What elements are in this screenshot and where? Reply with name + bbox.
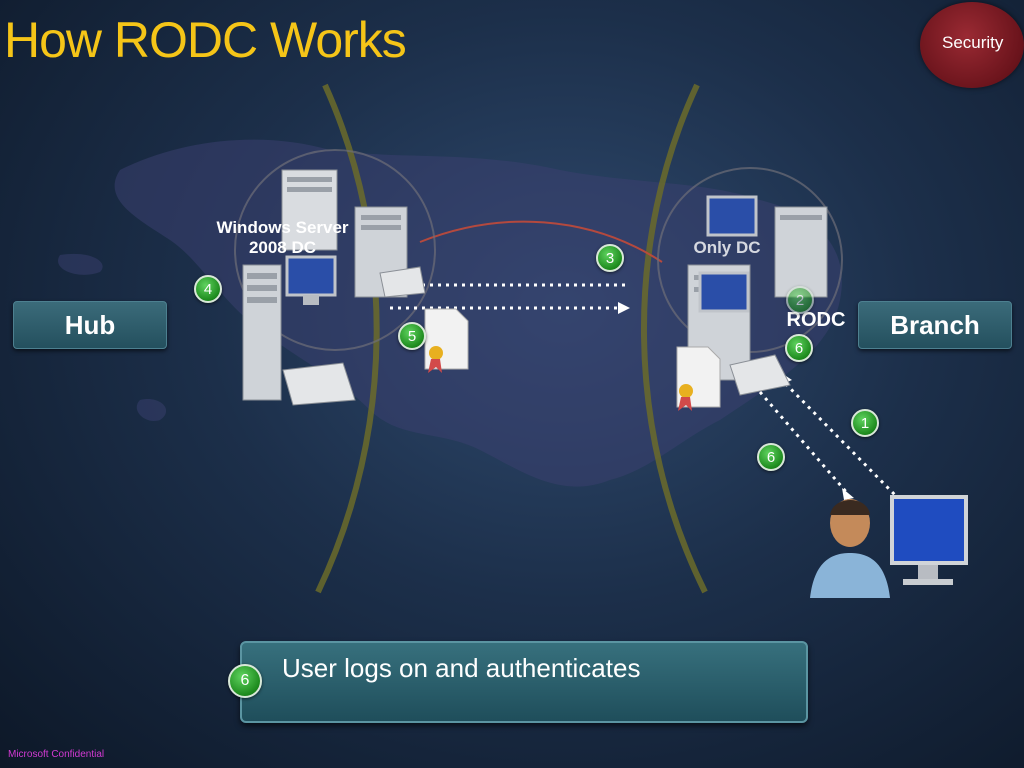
user-icon [810,499,890,598]
caption-text: User logs on and authenticates [282,653,641,683]
step-2-marker: 2 [786,286,814,314]
hub-label: Hub [13,301,167,349]
monitor-icon [698,271,750,313]
branch-partial-label: Only DC [693,238,761,257]
hub-server-group [242,169,425,406]
step-3-marker: 3 [596,244,624,272]
user-line-2 [778,376,897,497]
rodc-label: RODC [786,309,846,331]
hub-dc-label: Windows Server 2008 DC [216,218,349,257]
step-4-marker: 4 [194,275,222,303]
security-badge [920,2,1024,88]
user-line-1 [758,391,850,495]
step-6-marker: 6 [785,334,813,362]
branch-label: Branch [858,301,1012,349]
monitor-icon [890,495,968,585]
keyboard-icon [729,354,791,396]
keyboard-icon [379,266,425,298]
monitor-icon [285,255,337,305]
continent-shape-3 [136,399,167,421]
continent-shape-2 [58,253,103,275]
security-badge-label: Security [942,33,1004,52]
server-tower-icon [242,264,282,401]
arrow-head-right [618,302,630,314]
keyboard-icon [282,362,356,406]
step-5-marker: 5 [398,322,426,350]
monitor-icon [706,195,758,237]
certificate-icon [424,308,469,373]
step-6-marker: 6 [757,443,785,471]
arrow-head-user [842,488,854,500]
server-tower-icon [281,169,338,251]
hub-server-ring [234,149,436,351]
footer-confidential: Microsoft Confidential [8,749,105,760]
replication-arc [419,220,663,263]
branch-boundary-arc [641,83,708,594]
user-workstation [810,495,968,598]
step-1-marker: 1 [851,409,879,437]
server-tower-icon [774,206,828,298]
certificate-icon [676,346,721,411]
caption-step-marker: 6 [228,664,262,698]
page-title: How RODC Works [4,12,407,68]
